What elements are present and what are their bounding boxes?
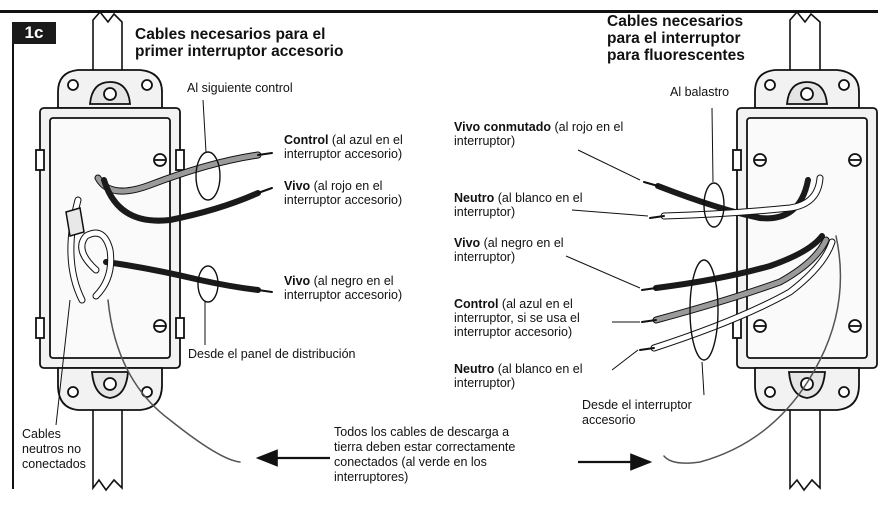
right-control-callout: Control (al azul en el interruptor, si s…: [454, 297, 580, 339]
from-accessory-callout: Desde el interruptor accesorio: [582, 398, 692, 428]
neutral2-note1: (al blanco en el: [494, 362, 583, 376]
left-hot1-note1: (al rojo en el: [310, 179, 383, 193]
right-heading-line2: para el interruptor: [607, 30, 741, 47]
from-accessory-line2: accesorio: [582, 413, 636, 427]
right-heading-line1: Cables necesarios: [607, 13, 744, 30]
neutrals-line1: Cables: [22, 427, 61, 441]
switched-hot-term: Vivo conmutado: [454, 120, 552, 134]
top-rule: [0, 10, 878, 13]
neutrals-callout: Cables neutros no conectados: [22, 427, 86, 472]
switched-hot-note2: interruptor): [454, 134, 516, 148]
left-heading-line1: Cables necesarios para el: [135, 26, 326, 43]
neutral1-note2: interruptor): [454, 205, 516, 219]
right-wires: [639, 174, 842, 464]
left-heading-line2: primer interruptor accesorio: [135, 43, 344, 60]
right-cable-sheath-top: [703, 182, 725, 228]
to-ballast-label: Al balastro: [670, 85, 730, 99]
left-control-term: Control: [284, 133, 329, 147]
ground-note: Todos los cables de descarga a tierra de…: [334, 425, 515, 485]
left-rule: [12, 44, 14, 489]
from-accessory-line1: Desde el interruptor: [582, 398, 692, 412]
left-hot2-note2: interruptor accesorio): [284, 288, 403, 302]
right-electrical-box: [732, 69, 878, 411]
right-control-note1: (al azul en el: [498, 297, 573, 311]
right-heading-line3: para fluorescentes: [607, 47, 745, 64]
ground-note-line1: Todos los cables de descarga a: [334, 425, 510, 439]
right-hot-note1: (al negro en el: [480, 236, 564, 250]
left-hot2-callout: Vivo (al negro en el interruptor accesor…: [284, 274, 402, 302]
right-leaders: [565, 107, 714, 396]
right-control-note3: interruptor accesorio): [454, 325, 573, 339]
right-heading: Cables necesarios para el interruptor pa…: [607, 13, 745, 64]
step-badge: 1c: [12, 22, 56, 44]
left-wires: [65, 151, 273, 463]
left-control-callout: Control (al azul en el interruptor acces…: [284, 133, 403, 161]
neutral1-term: Neutro: [454, 191, 495, 205]
right-control-note2: interruptor, si se usa el: [454, 311, 580, 325]
right-control-term: Control: [454, 297, 499, 311]
left-hot2-term: Vivo: [284, 274, 311, 288]
switched-hot-callout: Vivo conmutado (al rojo en el interrupto…: [454, 120, 623, 148]
right-hot-term: Vivo: [454, 236, 481, 250]
left-control-note2: interruptor accesorio): [284, 147, 403, 161]
left-hot1-callout: Vivo (al rojo en el interruptor accesori…: [284, 179, 402, 207]
neutral2-callout: Neutro (al blanco en el interruptor): [454, 362, 583, 390]
right-hot-note2: interruptor): [454, 250, 516, 264]
left-hot2-note1: (al negro en el: [310, 274, 394, 288]
neutral1-callout: Neutro (al blanco en el interruptor): [454, 191, 583, 219]
left-leaders: [55, 99, 207, 426]
next-control-label: Al siguiente control: [187, 81, 293, 95]
left-cable-sheath-top: [195, 151, 221, 201]
neutrals-line2: neutros no: [22, 442, 82, 456]
from-panel-label: Desde el panel de distribución: [188, 347, 356, 361]
right-hot-callout: Vivo (al negro en el interruptor): [454, 236, 564, 264]
right-cable-sheath-bottom: [689, 259, 719, 361]
ground-note-line4: interruptores): [334, 470, 409, 484]
ground-note-line2: tierra deben estar correctamente: [334, 440, 516, 454]
left-control-note1: (al azul en el: [328, 133, 403, 147]
left-hot1-note2: interruptor accesorio): [284, 193, 403, 207]
left-heading: Cables necesarios para el primer interru…: [135, 26, 343, 60]
neutral2-term: Neutro: [454, 362, 495, 376]
neutral2-note2: interruptor): [454, 376, 516, 390]
left-electrical-box: [35, 69, 185, 411]
neutral1-note1: (al blanco en el: [494, 191, 583, 205]
ground-note-line3: conectados (al verde en los: [334, 455, 487, 469]
left-cable-sheath-bottom: [197, 265, 219, 303]
left-hot1-term: Vivo: [284, 179, 311, 193]
neutrals-line3: conectados: [22, 457, 86, 471]
switched-hot-note1: (al rojo en el: [551, 120, 624, 134]
